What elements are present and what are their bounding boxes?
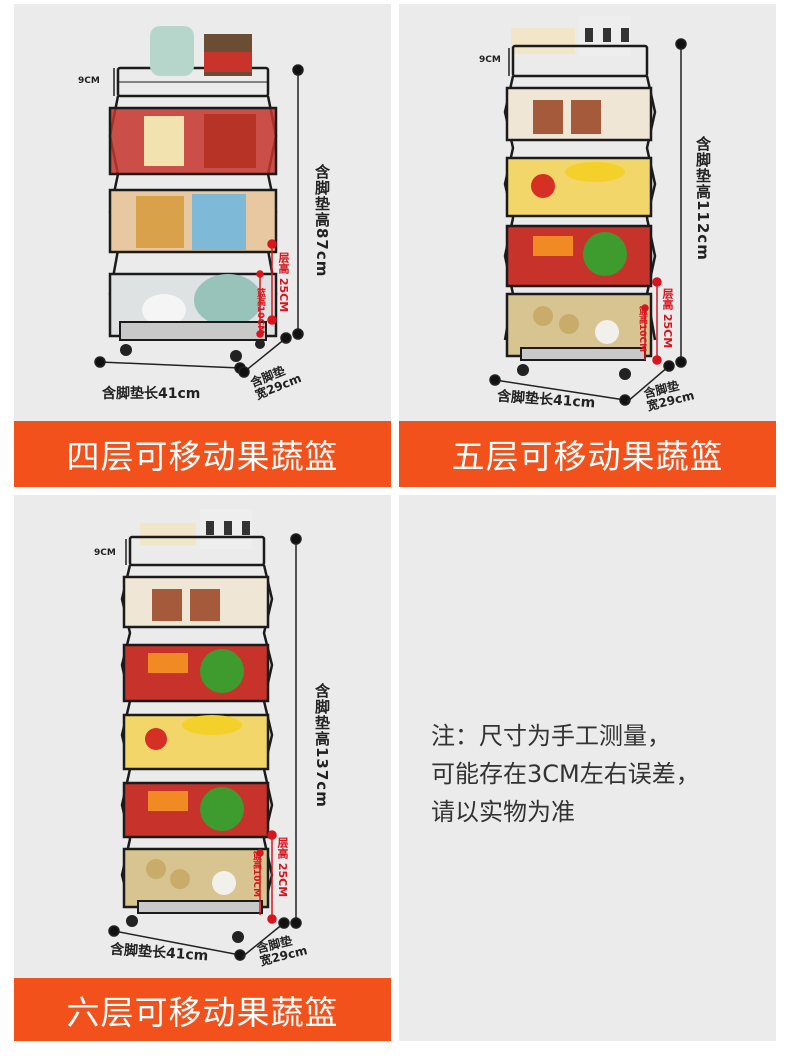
- width-dimension: [238, 332, 292, 378]
- basket-4: [505, 224, 653, 288]
- width-dimension: [626, 360, 675, 403]
- six-layer-rack-illustration: [108, 509, 302, 961]
- product-panel-four-layer: 9CM 含脚垫高87cm 层高 25CM 篮高10CM 含脚垫长41cm 含脚垫…: [14, 4, 391, 487]
- basket-4: [122, 713, 270, 771]
- top-basket: [511, 44, 649, 78]
- product-title-banner: 四层可移动果蔬篮: [14, 421, 391, 487]
- layer-height-marker: [641, 277, 662, 365]
- height-dimension: [292, 64, 304, 340]
- total-height-label: 含脚垫高137cm: [313, 683, 331, 808]
- basket-3: [108, 188, 278, 254]
- total-height-label: 含脚垫高112cm: [694, 136, 712, 261]
- measurement-note: 注：尺寸为手工测量， 可能存在3CM左右误差， 请以实物为准: [431, 717, 700, 831]
- top-items: [150, 26, 252, 76]
- five-layer-rack-illustration: [489, 16, 687, 406]
- top-basket-height-label: 9CM: [78, 76, 100, 86]
- note-line-1: 注：尺寸为手工测量，: [431, 722, 671, 750]
- base-and-wheels: [517, 347, 646, 380]
- four-layer-rack-illustration: [94, 26, 304, 378]
- basket-height-label: 篮高10CM: [255, 288, 265, 335]
- product-title-banner: 五层可移动果蔬篮: [399, 421, 776, 487]
- height-dimension: [290, 533, 302, 929]
- top-basket: [128, 535, 266, 567]
- basket-height-label: 篮高10CM: [637, 306, 647, 353]
- basket-3: [505, 156, 653, 218]
- top-items: [511, 16, 631, 56]
- basket-2: [108, 106, 278, 176]
- basket-3: [122, 643, 270, 703]
- top-basket-height-label: 9CM: [94, 548, 116, 558]
- basket-6: [122, 847, 270, 909]
- layer-height-label: 层高 25CM: [276, 837, 289, 898]
- product-panel-five-layer: 9CM 含脚垫高112cm 层高 25CM 篮高10CM 含脚垫长41cm 含脚…: [399, 4, 776, 487]
- product-title-banner: 六层可移动果蔬篮: [14, 978, 391, 1041]
- basket-2: [122, 575, 270, 629]
- base-and-wheels: [119, 321, 267, 362]
- basket-height-label: 篮高10CM: [251, 851, 261, 898]
- basket-2: [505, 86, 653, 142]
- layer-height-label: 层高 25CM: [277, 252, 290, 313]
- width-dimension: [241, 917, 290, 958]
- length-dimension: [94, 356, 246, 374]
- length-label: 含脚垫长41cm: [102, 386, 201, 402]
- note-line-3: 请以实物为准: [431, 798, 575, 826]
- basket-5: [505, 292, 653, 358]
- base-and-wheels: [126, 900, 263, 943]
- basket-5: [122, 781, 270, 839]
- product-panel-six-layer: 9CM 含脚垫高137cm 层高 25CM 篮高10CM 含脚垫长41cm 含脚…: [14, 495, 391, 1041]
- layer-height-marker: [256, 239, 277, 338]
- note-panel: 注：尺寸为手工测量， 可能存在3CM左右误差， 请以实物为准: [399, 495, 776, 1041]
- layer-height-marker: [256, 830, 277, 924]
- total-height-label: 含脚垫高87cm: [313, 164, 331, 278]
- top-basket-height-label: 9CM: [479, 55, 501, 65]
- note-line-2: 可能存在3CM左右误差，: [431, 760, 700, 788]
- layer-height-label: 层高 25CM: [661, 288, 674, 349]
- top-items: [140, 509, 252, 549]
- height-dimension: [675, 38, 687, 368]
